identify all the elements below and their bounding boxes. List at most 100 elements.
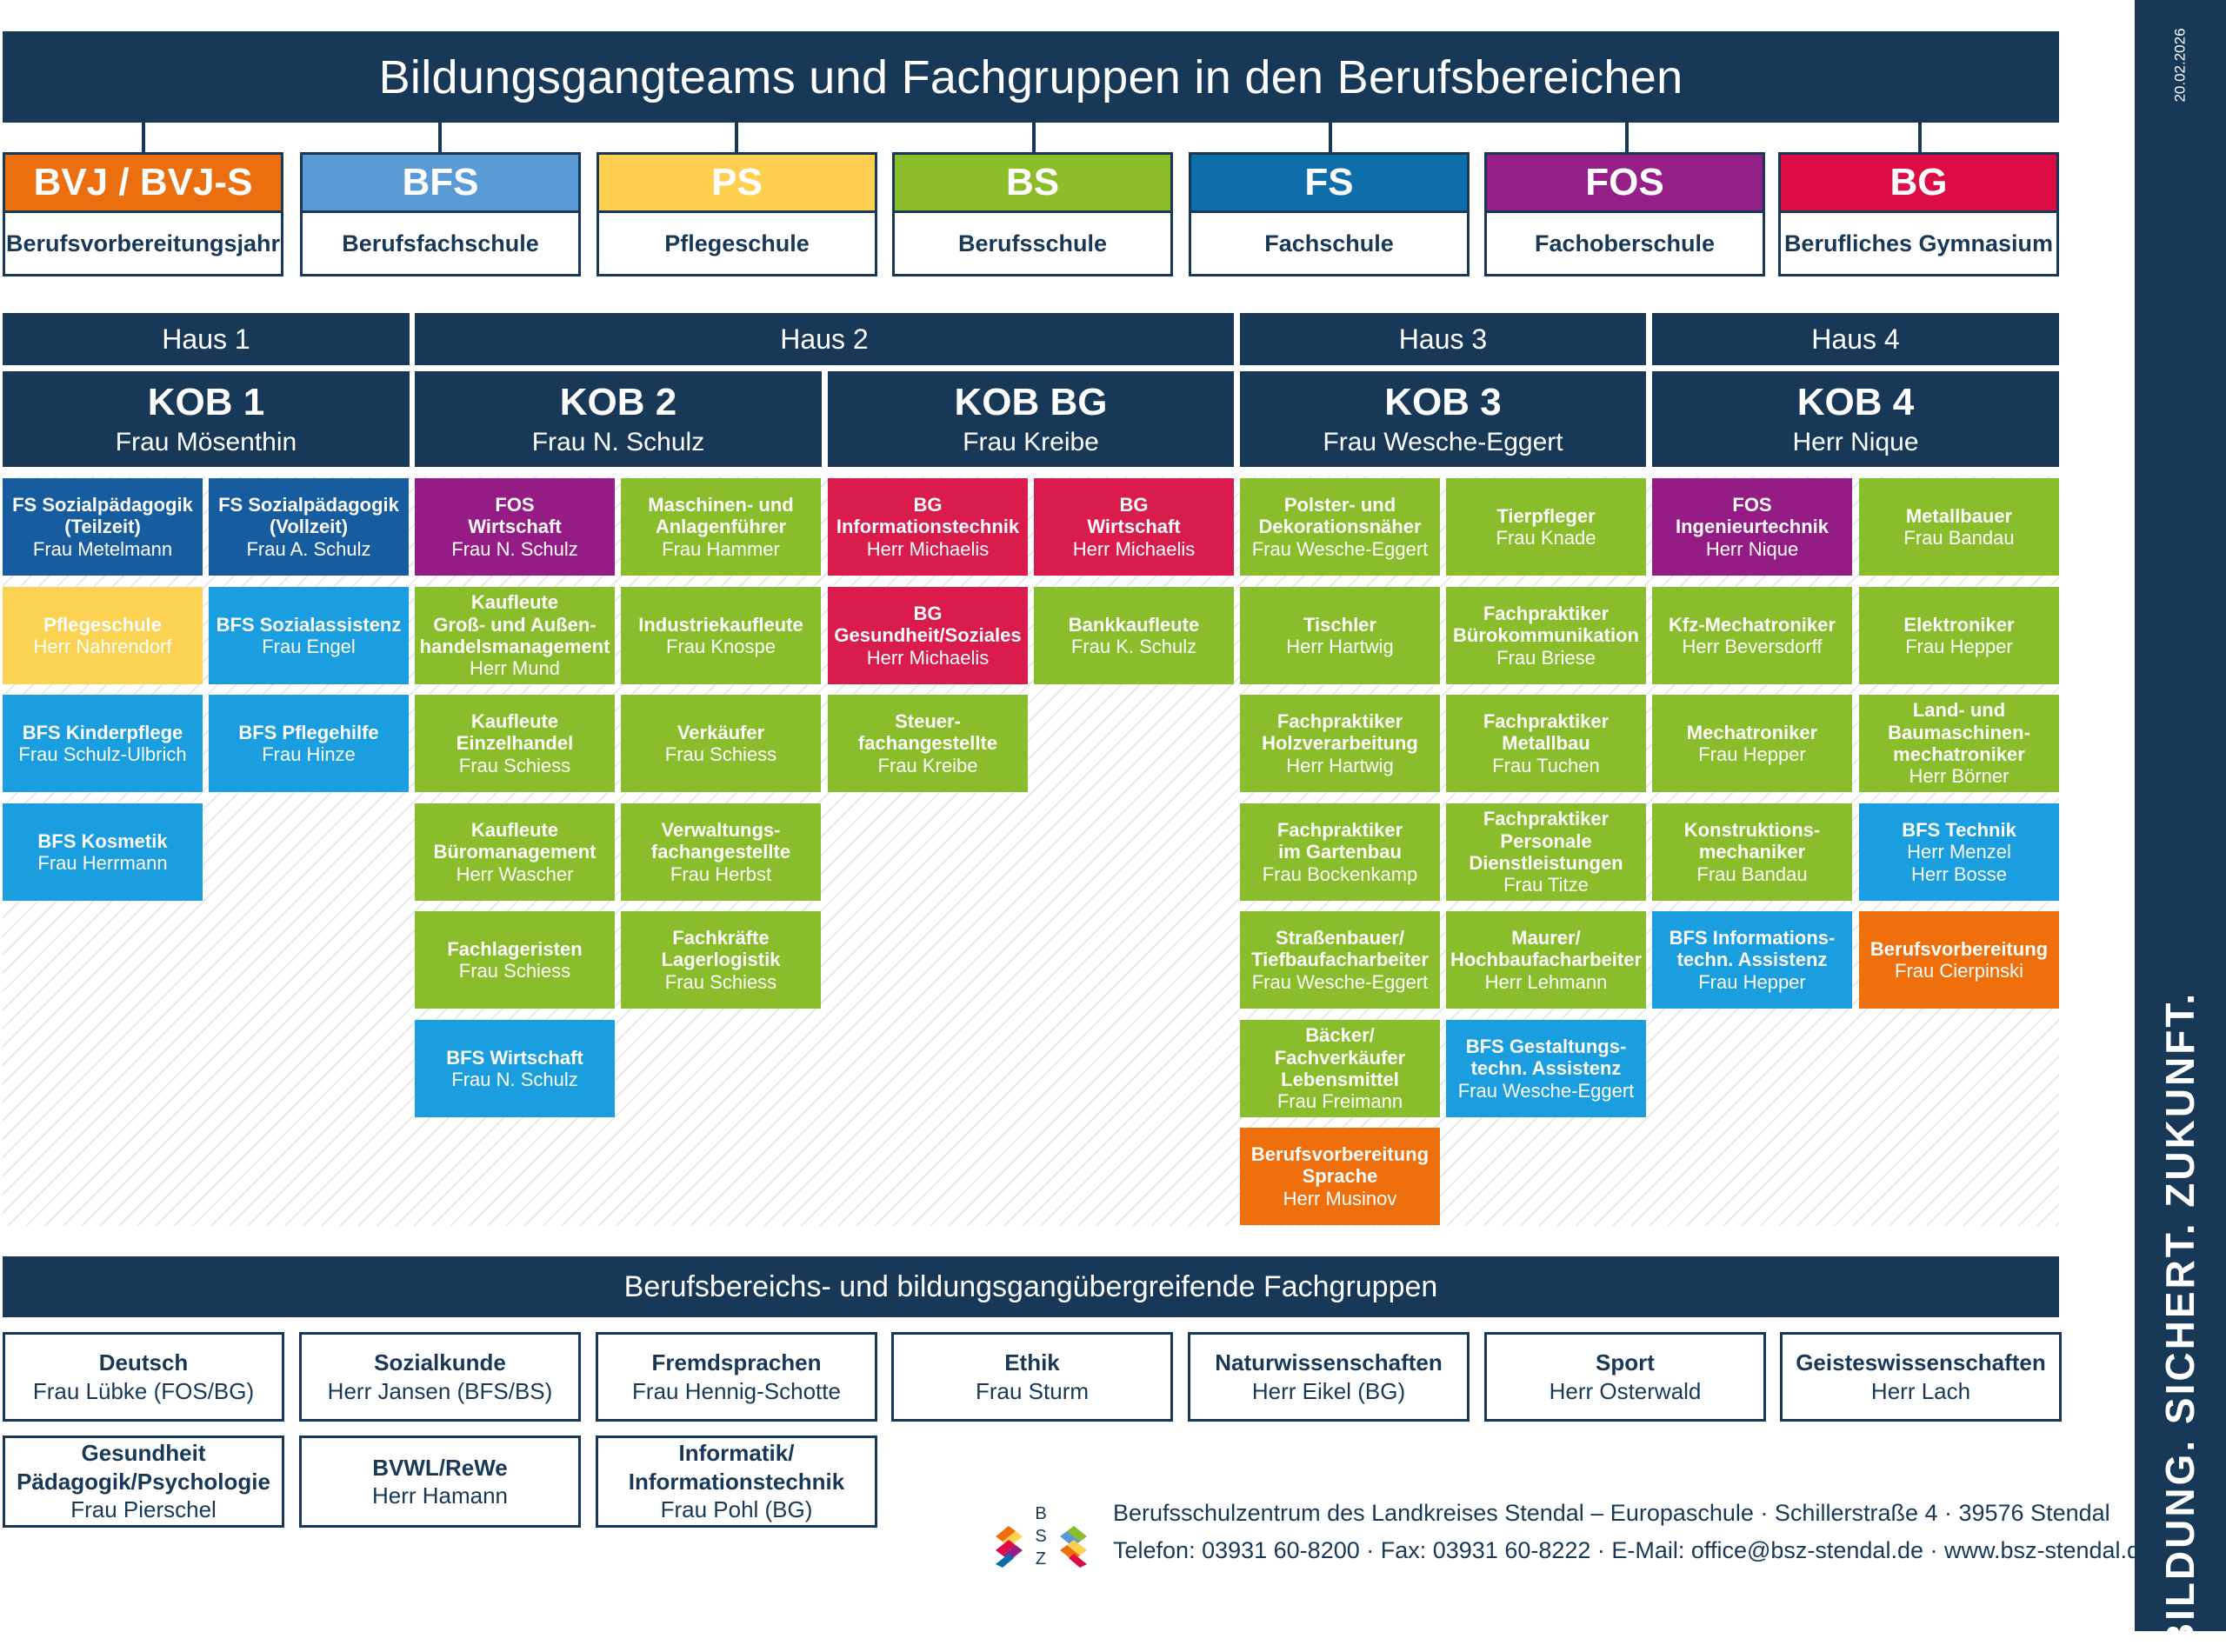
team-title: Industriekaufleute [638, 613, 803, 636]
team-title: Maschinen- und Anlagenführer [648, 494, 794, 538]
haus-2: Haus 2 [415, 313, 1234, 365]
team-person: Frau Hinze [262, 743, 356, 765]
page-title: Bildungsgangteams und Fachgruppen in den… [3, 31, 2059, 123]
fachgruppe-person: Frau Sturm [975, 1377, 1090, 1404]
team-person: Frau Hammer [662, 537, 780, 560]
kob-person: Frau Kreibe [963, 427, 1099, 456]
team-person: Frau Wesche-Eggert [1457, 1079, 1635, 1102]
team-person: Frau Schiess [664, 970, 777, 993]
team-person: Frau Bockenkamp [1262, 863, 1418, 885]
team-title: BG Wirtschaft [1087, 494, 1181, 538]
team-person: Frau Schiess [458, 754, 571, 776]
berufsbereich-name: Berufsvorbereitungsjahr [5, 230, 281, 256]
fachgruppe-title: Sport [1596, 1349, 1655, 1376]
fachgruppe-title: Informatik/ Informationstechnik [628, 1440, 845, 1495]
haus-1: Haus 1 [3, 313, 410, 365]
team-person: Frau Engel [262, 636, 356, 657]
team-title: BFS Pflegehilfe [238, 721, 379, 743]
connector [1032, 123, 1036, 156]
team-title: Fachpraktiker Personale Dienstleistungen [1469, 808, 1623, 874]
team-title: Polster- und Dekorationsnäher [1258, 494, 1422, 538]
team-person: Frau Tuchen [1492, 754, 1600, 776]
fachgruppe-person: Herr Osterwald [1549, 1377, 1702, 1404]
date-text: 20.02.2026 [2172, 28, 2189, 103]
logo-letter-b: B [1035, 1504, 1046, 1523]
connector [1918, 123, 1922, 156]
berufsbereich-code: FS [1191, 155, 1467, 213]
team-person: Frau Hepper [1905, 636, 2013, 657]
team-title: Kaufleute Büromanagement [433, 819, 596, 863]
team-person: Frau Wesche-Eggert [1251, 970, 1429, 993]
team-person: Frau A. Schulz [246, 537, 371, 560]
kob-3: KOB 3 Frau Wesche-Eggert [1240, 371, 1646, 467]
team-person: Frau Bandau [1696, 863, 1808, 885]
kob-person: Frau N. Schulz [531, 427, 705, 456]
team-title: Fachpraktiker Holzverarbeitung [1262, 710, 1418, 755]
team-title: Pflegeschule [43, 613, 162, 636]
fachgruppe-title: Ethik [1004, 1349, 1060, 1376]
team-title: Kaufleute Groß- und Außen- handelsmanage… [419, 591, 610, 657]
team-title: BFS Sozialassistenz [216, 613, 402, 636]
fachgruppe-title: Gesundheit Pädagogik/Psychologie [17, 1440, 270, 1495]
team-title: BFS Technik [1902, 819, 2016, 842]
logo-letter-s: S [1035, 1527, 1046, 1546]
fachgruppe-person: Frau Lübke (FOS/BG) [32, 1377, 255, 1404]
team-cell: Fachpraktiker Personale Dienstleistungen… [1446, 803, 1646, 901]
team-person: Frau Herrmann [37, 852, 168, 874]
team-person: Frau Knade [1496, 527, 1596, 549]
logo-chevrons-left [996, 1526, 1023, 1568]
team-person: Herr Musinov [1283, 1187, 1397, 1209]
berufsbereich-code: FOS [1487, 155, 1763, 213]
footer-address: Berufsschulzentrum des Landkreises Stend… [1113, 1500, 2110, 1526]
kob-title: KOB 2 [559, 381, 677, 424]
team-person: Frau Wesche-Eggert [1251, 537, 1429, 560]
berufsbereich-name: Berufliches Gymnasium [1783, 230, 2054, 256]
connector [1329, 123, 1332, 156]
team-person: Herr Beversdorff [1682, 636, 1823, 657]
team-person: Frau Hepper [1698, 970, 1806, 993]
fachgruppe-person: Herr Eikel (BG) [1251, 1377, 1406, 1404]
team-title: Steuer- fachangestellte [857, 710, 998, 755]
fachgruppe-title: Naturwissenschaften [1215, 1349, 1443, 1376]
fachgruppe-title: Sozialkunde [374, 1349, 506, 1376]
connector [735, 123, 738, 156]
team-title: FOS Ingenieurtechnik [1675, 494, 1829, 538]
fachgruppe-title: Geisteswissenschaften [1796, 1349, 2046, 1376]
kob-title: KOB 3 [1384, 381, 1502, 424]
berufsbereich-code: BS [895, 155, 1170, 213]
kob-2: KOB 2 Frau N. Schulz [415, 371, 822, 467]
haus-3: Haus 3 [1240, 313, 1646, 365]
team-person: Frau K. Schulz [1070, 636, 1197, 657]
team-title: BG Gesundheit/Soziales [834, 603, 1022, 647]
team-person: Frau Bandau [1903, 527, 2015, 549]
team-title: FS Sozialpädagogik (Vollzeit) [218, 494, 399, 538]
team-person: Herr Mund [470, 657, 560, 680]
